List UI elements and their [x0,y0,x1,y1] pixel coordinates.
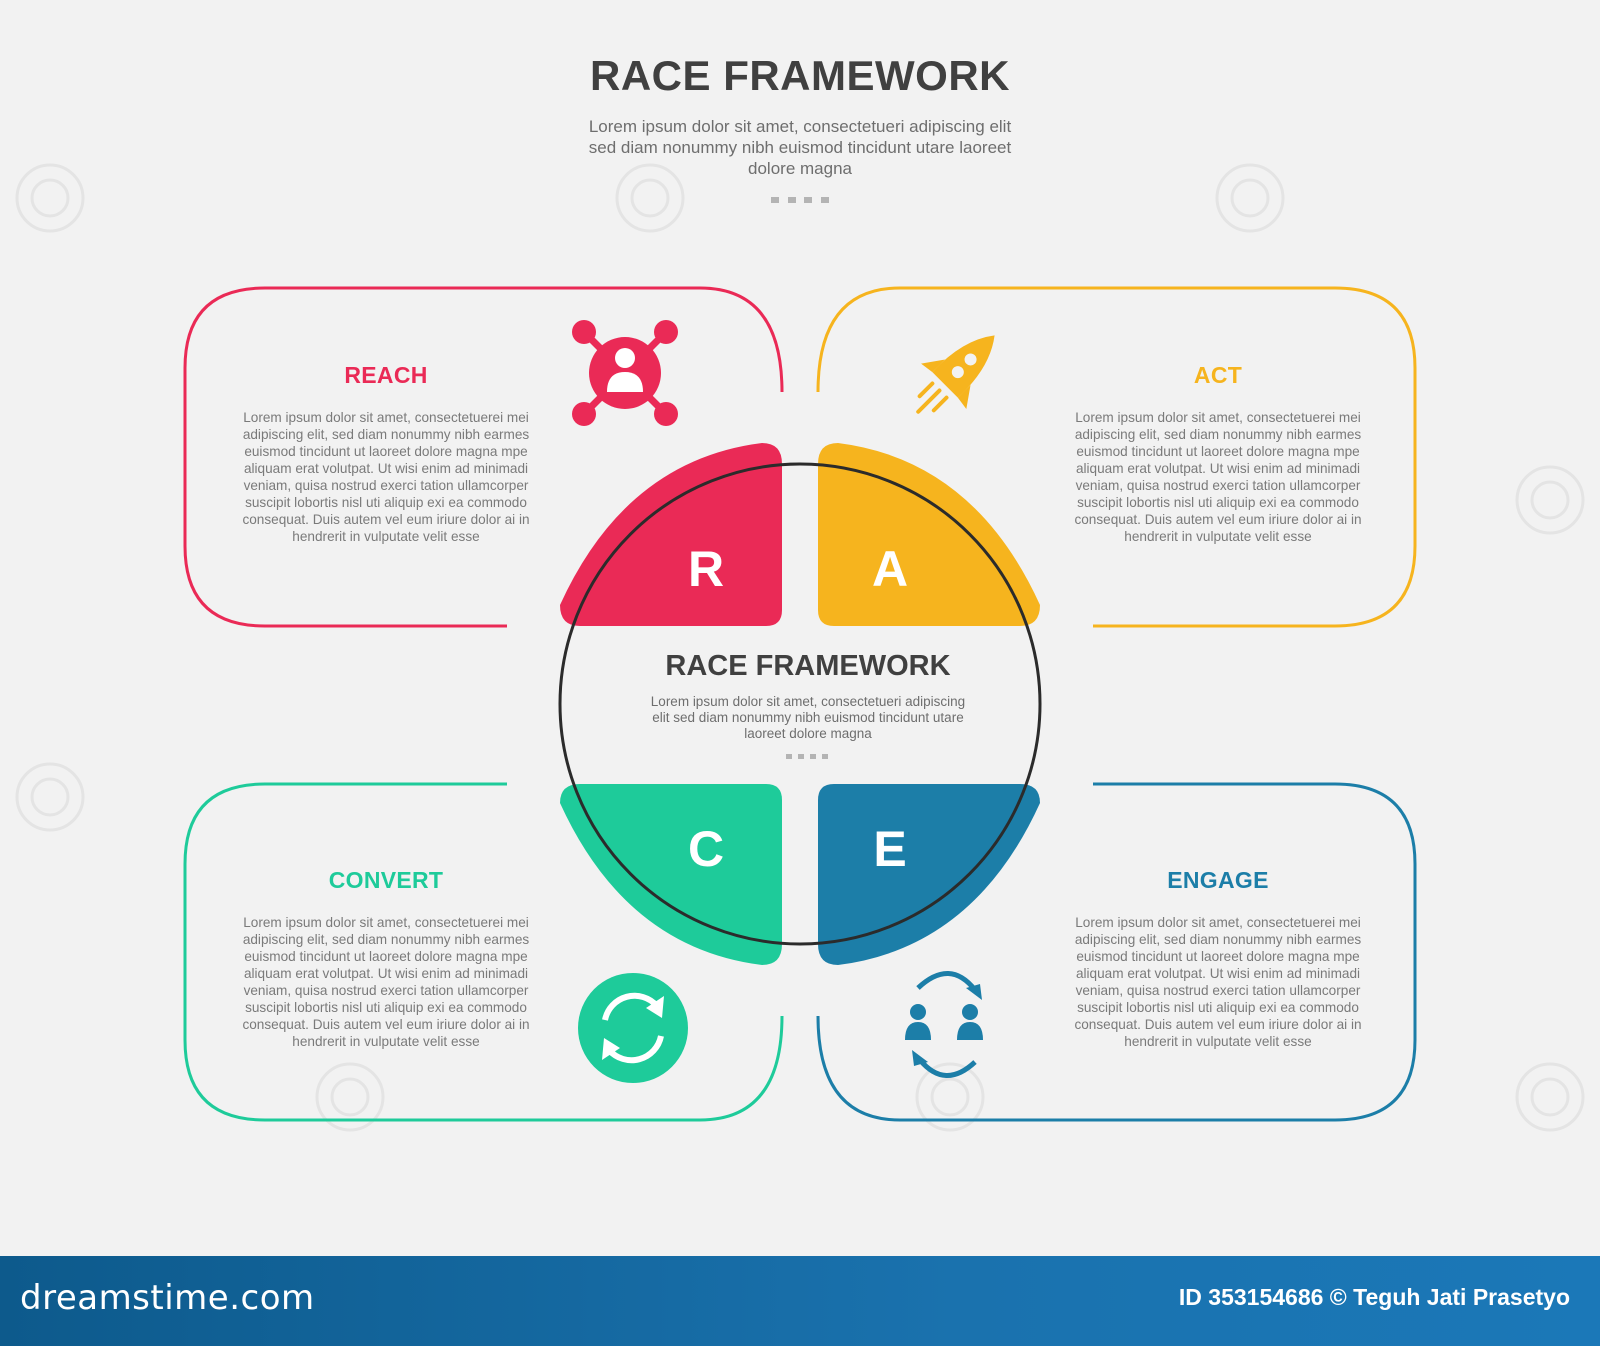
center-ring [558,462,1042,946]
footer-bar: dreamstime.com ID 353154686 © Teguh Jati… [0,1256,1600,1346]
convert-quadrant [560,784,782,965]
footer-brand: dreamstime.com [20,1278,315,1318]
reach-quadrant [560,443,782,626]
engage-title: ENGAGE [1167,867,1269,893]
watermark-swirls [15,163,1585,1132]
page-subtitle: Lorem ipsum dolor sit amet, consectetuer… [588,117,1012,178]
people-exchange-icon [905,971,983,1078]
engage-body: Lorem ipsum dolor sit amet, consectetuer… [1074,915,1362,1049]
center-dots [786,754,828,759]
refresh-icon [578,973,688,1083]
target-user-icon [572,320,678,426]
rocket-icon [916,335,995,414]
reach-body: Lorem ipsum dolor sit amet, consectetuer… [242,410,530,544]
center-body: Lorem ipsum dolor sit amet, consectetuer… [650,694,966,741]
page-title: RACE FRAMEWORK [590,52,1010,99]
convert-frame [183,782,784,1122]
center-title: RACE FRAMEWORK [665,650,951,682]
convert-body: Lorem ipsum dolor sit amet, consectetuer… [242,915,530,1049]
footer-credit: ID 353154686 © Teguh Jati Prasetyo [1178,1284,1570,1310]
act-title: ACT [1193,362,1243,388]
reach-title: REACH [344,362,428,388]
convert-title: CONVERT [328,867,444,893]
act-body: Lorem ipsum dolor sit amet, consectetuer… [1074,410,1362,544]
convert-letter: C [688,821,724,877]
engage-frame [816,782,1417,1122]
engage-letter: E [873,821,906,877]
engage-quadrant [818,784,1040,965]
act-frame [816,286,1417,628]
act-letter: A [872,541,908,597]
reach-letter: R [688,541,724,597]
header-dots [771,197,829,205]
reach-frame [183,286,784,628]
act-quadrant [818,443,1040,626]
